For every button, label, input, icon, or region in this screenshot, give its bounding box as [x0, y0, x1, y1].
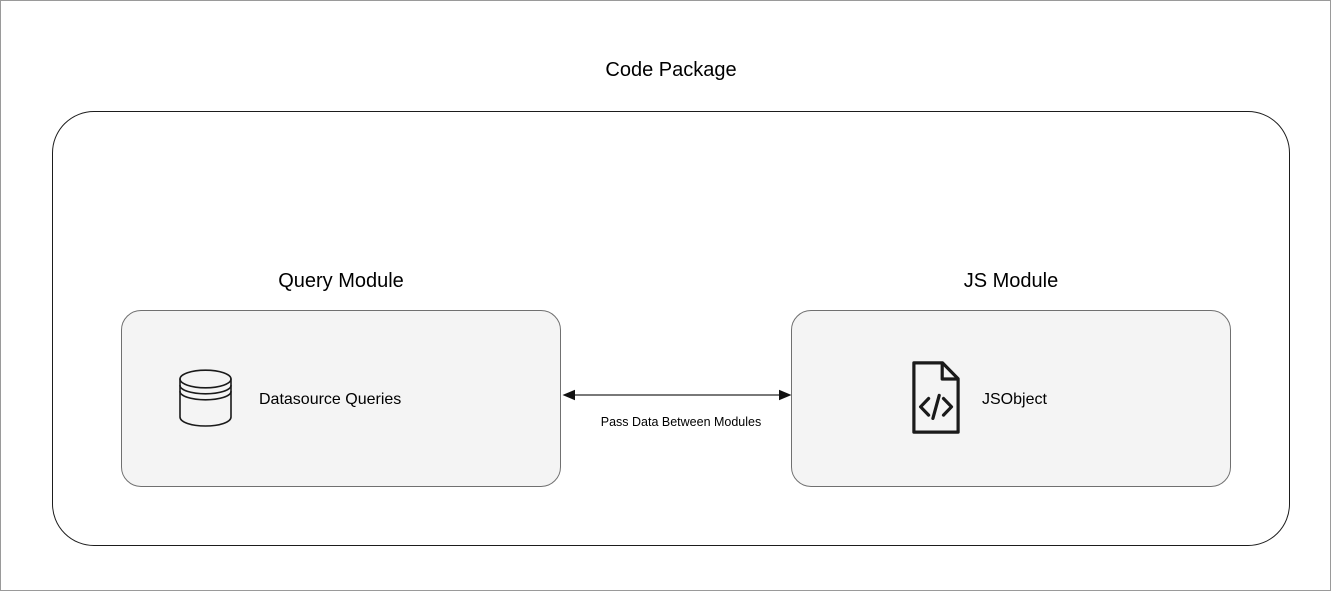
arrowhead-right — [779, 389, 792, 401]
arrowhead-left — [562, 389, 575, 401]
jsobject-label: JSObject — [982, 391, 1047, 408]
page-title: Code Package — [605, 59, 737, 81]
jsobject-node[interactable]: JSObject — [912, 361, 1047, 434]
js-module-label: JS Module — [963, 270, 1059, 292]
query-module-label: Query Module — [278, 270, 404, 292]
datasource-queries-label: Datasource Queries — [259, 391, 402, 408]
code-file-icon — [912, 361, 960, 439]
database-cylinder-icon — [177, 367, 235, 434]
pass-data-connector-label: Pass Data Between Modules — [600, 415, 762, 429]
pass-data-connector — [561, 379, 793, 413]
code-package-container — [52, 111, 1290, 546]
datasource-queries-node[interactable]: Datasource Queries — [177, 367, 402, 434]
js-module-box[interactable] — [791, 310, 1231, 487]
